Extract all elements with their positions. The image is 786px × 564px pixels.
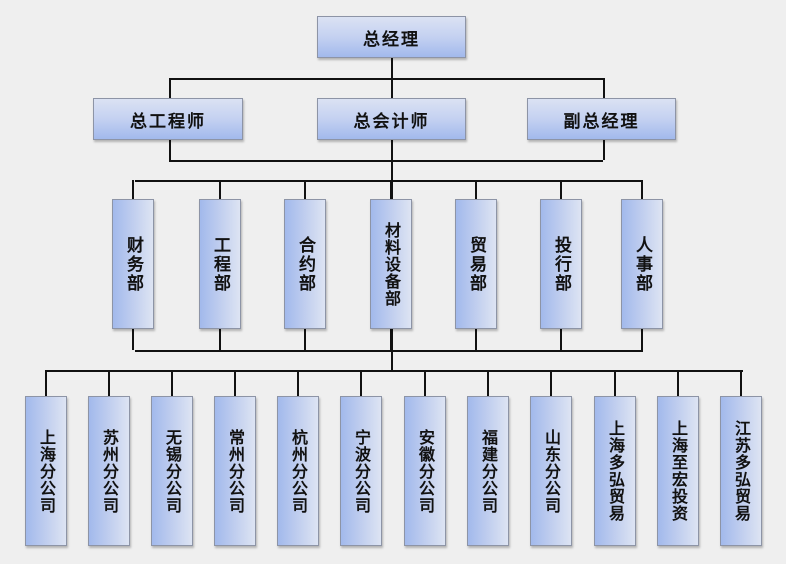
- node-branch[interactable]: 安徽分公司: [404, 396, 446, 546]
- connector-line: [603, 78, 605, 98]
- node-label: 人事部: [632, 235, 652, 293]
- node-branch[interactable]: 江苏多弘贸易: [720, 396, 762, 546]
- node-label: 山东分公司: [542, 428, 561, 514]
- connector-line: [475, 329, 477, 350]
- node-label: 材料设备部: [382, 221, 401, 307]
- connector-line: [360, 370, 362, 396]
- connector-line: [304, 180, 306, 199]
- connector-line: [550, 370, 552, 396]
- connector-line: [560, 180, 562, 199]
- connector-line: [234, 370, 236, 396]
- connector-line: [132, 329, 134, 350]
- node-department[interactable]: 材料设备部: [370, 199, 412, 329]
- node-label: 合约部: [295, 235, 315, 293]
- node-label: 上海分公司: [37, 428, 56, 514]
- node-general-manager[interactable]: 总经理: [317, 16, 466, 58]
- node-branch[interactable]: 杭州分公司: [277, 396, 319, 546]
- connector-line: [47, 370, 743, 372]
- node-branch[interactable]: 福建分公司: [467, 396, 509, 546]
- connector-line: [390, 329, 392, 350]
- node-label: 福建分公司: [479, 428, 498, 514]
- node-label: 财务部: [123, 235, 143, 293]
- node-department[interactable]: 工程部: [199, 199, 241, 329]
- node-department[interactable]: 投行部: [540, 199, 582, 329]
- connector-line: [297, 370, 299, 396]
- node-department[interactable]: 人事部: [621, 199, 663, 329]
- node-department[interactable]: 贸易部: [455, 199, 497, 329]
- node-label: 苏州分公司: [100, 428, 119, 514]
- connector-line: [169, 78, 171, 98]
- node-label: 江苏多弘贸易: [732, 420, 751, 522]
- node-branch[interactable]: 无锡分公司: [151, 396, 193, 546]
- connector-line: [169, 78, 603, 80]
- connector-line: [475, 180, 477, 199]
- node-label: 上海多弘贸易: [606, 420, 625, 522]
- connector-line: [108, 370, 110, 396]
- connector-line: [132, 180, 134, 199]
- connector-line: [603, 140, 605, 160]
- node-department[interactable]: 财务部: [112, 199, 154, 329]
- node-branch[interactable]: 苏州分公司: [88, 396, 130, 546]
- connector-line: [135, 350, 643, 352]
- node-label: 无锡分公司: [163, 428, 182, 514]
- connector-line: [740, 370, 742, 396]
- node-label: 总工程师: [130, 111, 206, 132]
- connector-line: [391, 350, 393, 370]
- node-label: 杭州分公司: [289, 428, 308, 514]
- connector-line: [45, 370, 47, 396]
- node-label: 总经理: [363, 29, 420, 50]
- connector-line: [169, 140, 171, 160]
- connector-line: [487, 370, 489, 396]
- node-label: 上海至宏投资: [669, 420, 688, 522]
- connector-line: [424, 370, 426, 396]
- node-deputy-general-manager[interactable]: 副总经理: [527, 98, 676, 140]
- node-branch[interactable]: 常州分公司: [214, 396, 256, 546]
- node-department[interactable]: 合约部: [284, 199, 326, 329]
- connector-line: [135, 180, 643, 182]
- node-label: 投行部: [551, 235, 571, 293]
- connector-line: [171, 370, 173, 396]
- connector-line: [390, 180, 392, 199]
- node-branch[interactable]: 上海至宏投资: [657, 396, 699, 546]
- connector-line: [614, 370, 616, 396]
- node-chief-engineer[interactable]: 总工程师: [93, 98, 243, 140]
- node-label: 总会计师: [353, 111, 430, 132]
- node-label: 副总经理: [563, 111, 640, 132]
- node-branch[interactable]: 山东分公司: [530, 396, 572, 546]
- node-chief-accountant[interactable]: 总会计师: [317, 98, 466, 140]
- connector-line: [219, 180, 221, 199]
- connector-line: [677, 370, 679, 396]
- connector-line: [304, 329, 306, 350]
- node-label: 工程部: [210, 235, 230, 293]
- connector-line: [219, 329, 221, 350]
- node-label: 宁波分公司: [352, 428, 371, 514]
- node-label: 常州分公司: [226, 428, 245, 514]
- node-branch[interactable]: 宁波分公司: [340, 396, 382, 546]
- connector-line: [641, 329, 643, 350]
- connector-line: [641, 180, 643, 199]
- node-branch[interactable]: 上海分公司: [25, 396, 67, 546]
- node-branch[interactable]: 上海多弘贸易: [594, 396, 636, 546]
- connector-line: [169, 160, 603, 162]
- connector-line: [560, 329, 562, 350]
- node-label: 安徽分公司: [416, 428, 435, 514]
- node-label: 贸易部: [466, 235, 486, 293]
